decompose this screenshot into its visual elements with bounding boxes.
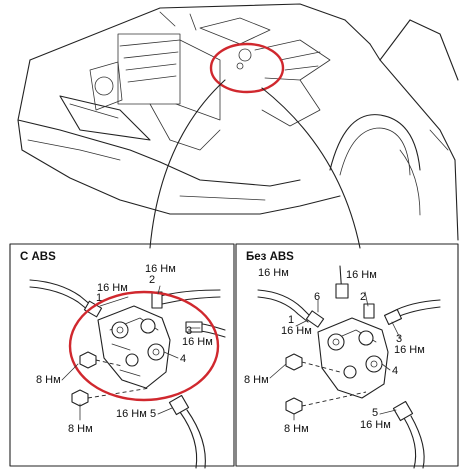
label-r6-num: 6 [314,291,320,303]
leader-line-to-right-panel [261,87,361,249]
label-r4-num: 4 [392,365,398,377]
highlight-oval-valve [68,290,220,402]
label-nut-upper-torque: 8 Нм [36,374,61,386]
label-r1-torque-upper: 16 Нм [258,267,289,279]
leader-line-to-left-panel [149,79,226,249]
panel-title-without-abs: Без ABS [246,251,294,263]
label-1-num: 1 [96,292,102,304]
label-r5-torque: 16 Нм [360,419,391,431]
panel-with-abs: С ABS [9,243,235,469]
label-r-nut-upper-torque: 8 Нм [244,374,269,386]
label-r-nut-lower-torque: 8 Нм [284,423,309,435]
label-5-num: 5 [150,408,156,420]
panel-title-with-abs: С ABS [20,251,56,263]
label-2-torque: 16 Нм [145,263,176,275]
label-r1-num: 1 [288,314,294,326]
panel-without-abs: Без ABS [235,243,459,469]
label-1-torque: 16 Нм [97,282,128,294]
car-engine-bay-illustration [17,3,459,241]
highlight-circle-engine-bay [209,42,285,94]
label-3-num: 3 [186,325,192,337]
label-r2-torque: 16 Нм [346,269,377,281]
label-nut-lower-torque: 8 Нм [68,423,93,435]
label-2-num: 2 [149,274,155,286]
label-r5-num: 5 [372,407,378,419]
label-r3-torque: 16 Нм [394,344,425,356]
label-5-torque: 16 Нм [116,408,147,420]
label-r3-num: 3 [396,333,402,345]
label-4-num: 4 [180,353,186,365]
label-r2-num: 2 [360,291,366,303]
label-r1-torque: 16 Нм [281,325,312,337]
label-3-torque: 16 Нм [182,336,213,348]
